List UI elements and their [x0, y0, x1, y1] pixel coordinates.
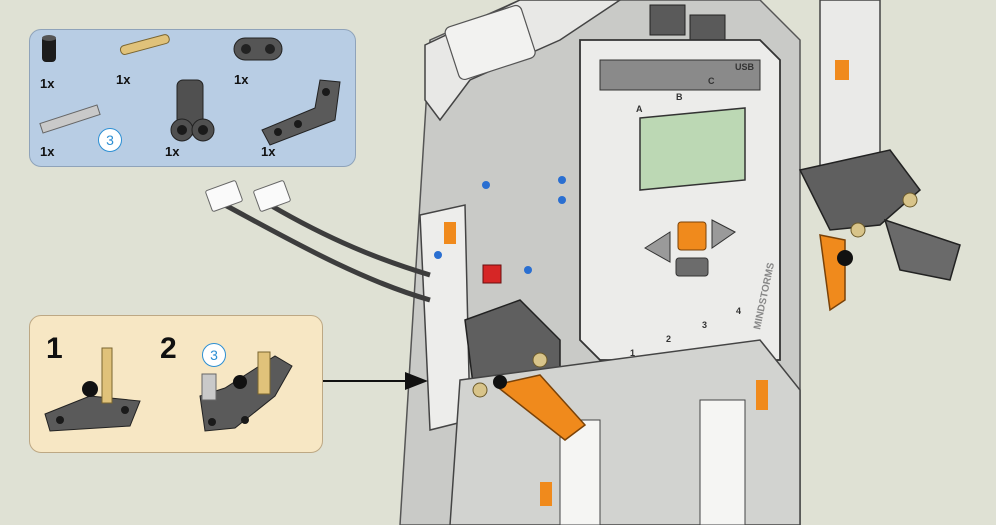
parts-qty: 1x	[116, 72, 131, 87]
port-label-2: 2	[666, 334, 671, 344]
parts-qty: 1x	[40, 144, 55, 159]
dark-gray-connector-icon	[233, 37, 283, 61]
axle-length-badge: 3	[202, 343, 226, 367]
port-label-4: 4	[736, 306, 741, 316]
parts-qty: 1x	[40, 76, 55, 91]
port-label-1: 1	[630, 348, 635, 358]
parts-qty: 1x	[234, 72, 249, 87]
parts-qty: 1x	[165, 144, 180, 159]
port-label-a: A	[636, 104, 643, 114]
usb-port-label: USB	[735, 62, 755, 72]
tan-axle-pin-icon	[119, 34, 170, 55]
dark-gray-perpendicular-connector-icon	[170, 79, 215, 142]
substep-1-assembly-illustration	[44, 347, 141, 432]
parts-list-panel: 1x 1x 1x 1x 1x 1x 3	[29, 29, 356, 167]
black-friction-pin-icon	[42, 35, 56, 62]
gray-axle-3-icon	[39, 104, 101, 134]
substep-2-number: 2	[160, 332, 177, 365]
axle-length-badge: 3	[98, 128, 122, 152]
parts-qty: 1x	[261, 144, 276, 159]
port-label-3: 3	[702, 320, 707, 330]
substep-2-assembly-illustration	[199, 351, 293, 432]
port-label-c: C	[708, 76, 715, 86]
dark-gray-bent-beam-icon	[261, 79, 341, 146]
substep-1-number: 1	[46, 332, 63, 365]
substep-panel: 1 2 3	[29, 315, 323, 453]
port-label-b: B	[676, 92, 683, 102]
